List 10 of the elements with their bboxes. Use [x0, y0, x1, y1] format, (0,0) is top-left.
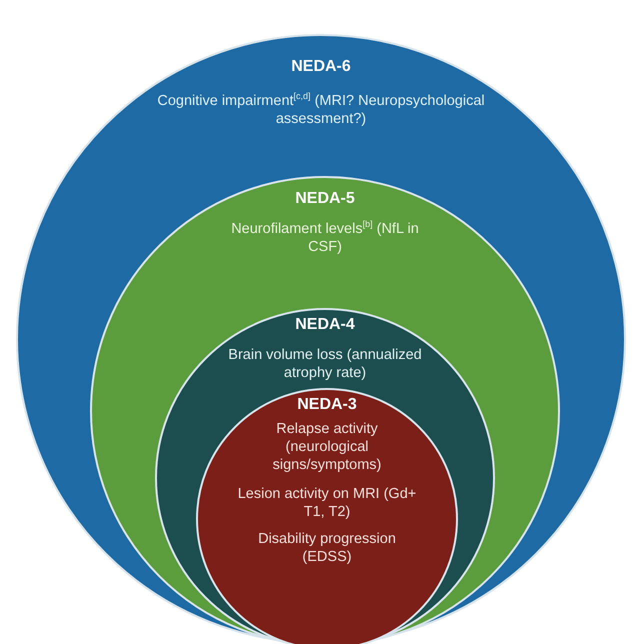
- criterion-text: Lesion activity on MRI (Gd+ T1, T2): [236, 485, 418, 522]
- circle-title: NEDA-5: [295, 190, 355, 208]
- circle-title: NEDA-6: [291, 58, 351, 76]
- circle-title: NEDA-3: [297, 396, 357, 414]
- criterion-text: Cognitive impairment$^{[c,d]}$ (MRI? Neuropsychological assessment?): [156, 92, 486, 128]
- circle-title: NEDA-4: [295, 316, 355, 334]
- criterion-text: Brain volume loss (annualized atrophy rate): [227, 346, 423, 382]
- criterion-text: Relapse activity (neurological signs/symptoms): [272, 420, 382, 474]
- criterion-text: Neurofilament levels$^{[b]}$ (NfL in CSF): [230, 220, 420, 256]
- criterion-text: Disability progression (EDSS): [257, 530, 397, 566]
